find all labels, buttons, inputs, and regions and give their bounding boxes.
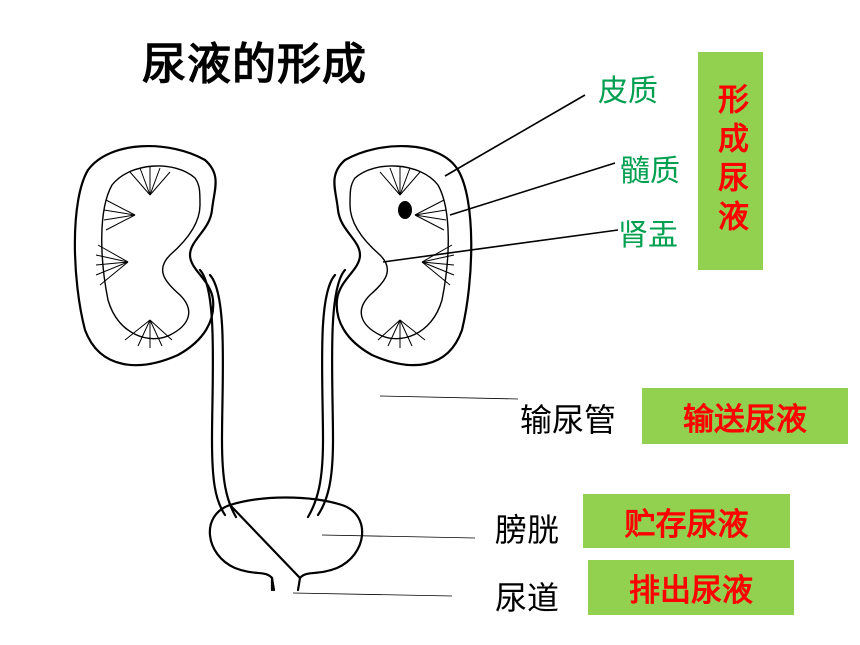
- leader-ureter: [379, 395, 519, 400]
- label-cortex: 皮质: [598, 74, 658, 109]
- bladder-outline: [208, 496, 364, 592]
- urethra-function-box: 排出尿液: [588, 560, 794, 615]
- left-ureter-2: [208, 273, 238, 519]
- right-kidney-outline: [333, 145, 473, 367]
- right-pyramid-mid: [421, 244, 455, 286]
- page-title: 尿液的形成: [142, 39, 367, 90]
- ureter-function-box: 输送尿液: [642, 388, 848, 444]
- right-pyramid-top: [379, 166, 421, 196]
- left-pyramid-top: [129, 166, 171, 196]
- label-medulla: 髓质: [620, 154, 680, 189]
- label-bladder: 膀胱: [495, 511, 560, 549]
- leader-cortex: [444, 94, 586, 177]
- leader-bladder: [321, 534, 476, 539]
- leader-medulla: [449, 162, 616, 216]
- right-pyramid-bottom: [377, 319, 426, 348]
- left-pyramid-bottom: [124, 319, 173, 348]
- left-kidney-outline: [73, 145, 217, 367]
- right-ureter-2: [306, 273, 337, 519]
- right-ureter: [316, 268, 347, 517]
- urethra: [270, 576, 302, 592]
- kidney-function-box: 形成尿液: [698, 52, 763, 270]
- renal-papilla-dot: [398, 201, 412, 219]
- left-pyramid-upper: [103, 199, 136, 231]
- bladder-function-box: 贮存尿液: [583, 494, 790, 548]
- left-pyramid-mid: [95, 244, 129, 286]
- left-kidney-inner: [101, 165, 201, 340]
- leader-pelvis: [382, 229, 619, 263]
- label-pelvis: 肾盂: [618, 218, 678, 253]
- label-ureter: 输尿管: [520, 401, 617, 439]
- label-urethra: 尿道: [495, 579, 560, 617]
- right-pyramid-upper: [414, 199, 447, 231]
- right-kidney-inner: [349, 165, 449, 340]
- leader-urethra: [292, 592, 453, 597]
- left-ureter: [198, 268, 227, 517]
